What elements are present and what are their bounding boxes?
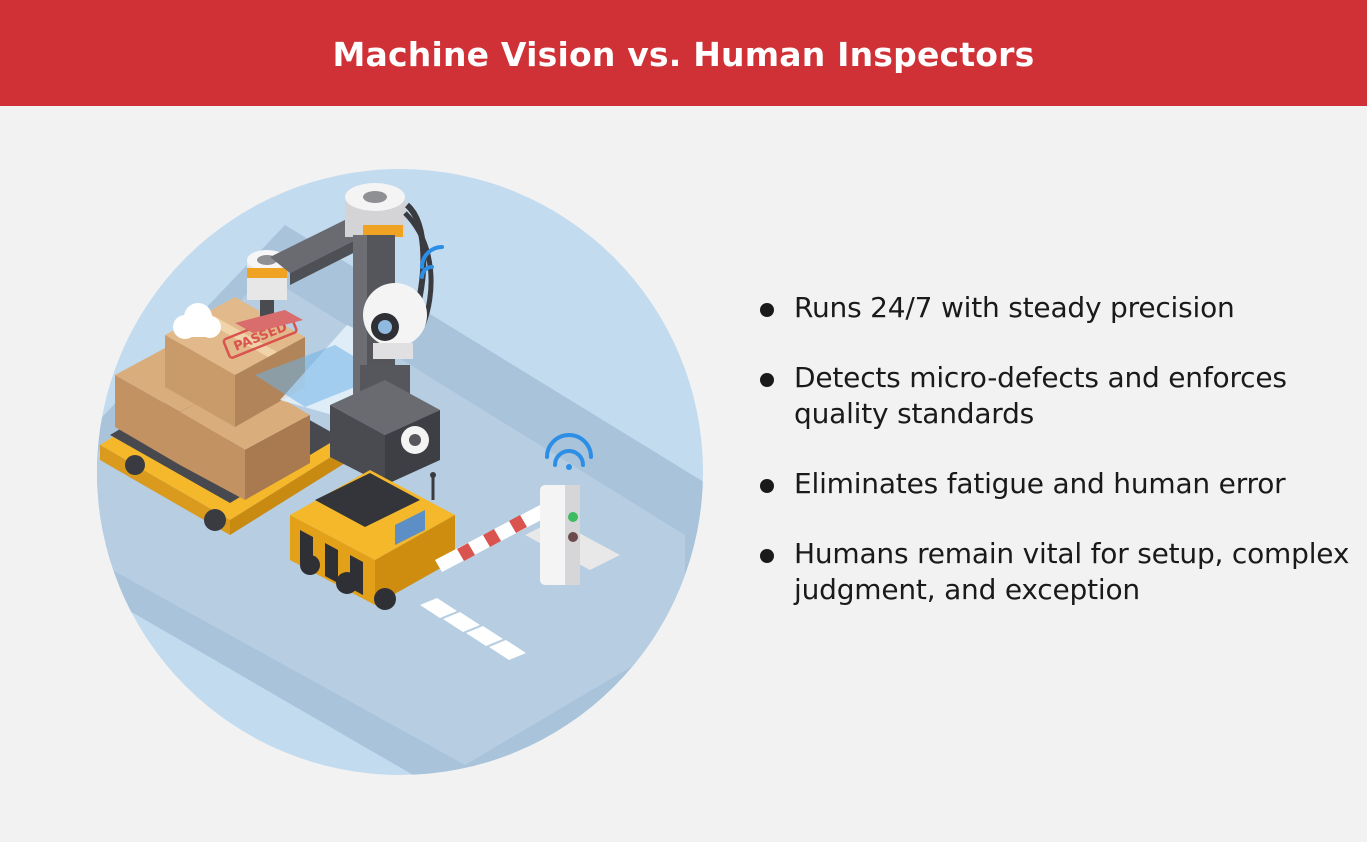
robot-arm <box>270 183 440 485</box>
agv-vehicle <box>290 470 455 610</box>
crosswalk-stripes <box>420 598 526 660</box>
bullet-icon <box>760 373 774 387</box>
list-item: Eliminates fatigue and human error <box>758 466 1358 502</box>
list-item-text: Runs 24/7 with steady precision <box>794 291 1235 324</box>
page-title: Machine Vision vs. Human Inspectors <box>332 34 1035 74</box>
steam-cloud <box>173 303 221 339</box>
gate-wifi-icon <box>545 433 593 470</box>
bullet-icon <box>760 303 774 317</box>
list-item-text: Humans remain vital for setup, complex j… <box>794 537 1350 606</box>
list-item-text: Eliminates fatigue and human error <box>794 467 1286 500</box>
list-item: Runs 24/7 with steady precision <box>758 290 1358 326</box>
stamp-press <box>235 250 303 333</box>
list-item: Humans remain vital for setup, complex j… <box>758 536 1358 608</box>
list-item-text: Detects micro-defects and enforces quali… <box>794 361 1287 430</box>
factory-robot-illustration: PASSED <box>97 169 703 775</box>
feature-list: Runs 24/7 with steady precision Detects … <box>758 290 1358 642</box>
bullet-icon <box>760 479 774 493</box>
barrier-gate <box>435 485 620 585</box>
list-item: Detects micro-defects and enforces quali… <box>758 360 1358 432</box>
header-banner: Machine Vision vs. Human Inspectors <box>0 0 1367 106</box>
wifi-icon <box>420 245 444 279</box>
bullet-icon <box>760 549 774 563</box>
